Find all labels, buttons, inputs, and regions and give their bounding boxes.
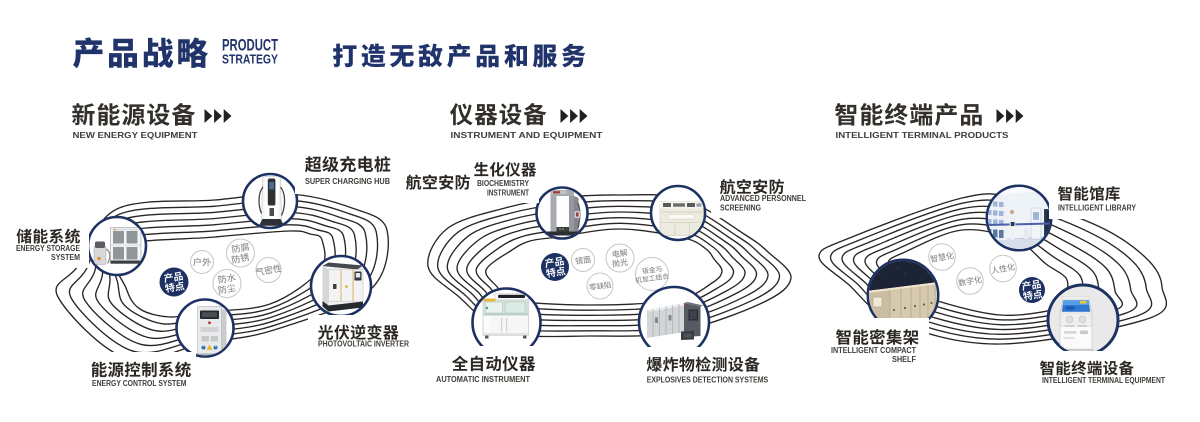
svg-text:INTELLIGENT TERMINAL EQUIPMENT: INTELLIGENT TERMINAL EQUIPMENT: [1042, 376, 1165, 385]
svg-text:ENERGY CONTROL SYSTEM: ENERGY CONTROL SYSTEM: [92, 379, 187, 388]
svg-text:INTELLIGENT TERMINAL PRODUCTS: INTELLIGENT TERMINAL PRODUCTS: [836, 130, 1009, 140]
svg-text:INSTRUMENT: INSTRUMENT: [487, 189, 529, 198]
svg-text:SHELF: SHELF: [892, 355, 916, 364]
svg-text:SCREENING: SCREENING: [720, 204, 761, 213]
svg-text:PHOTOVOLTAIC INVERTER: PHOTOVOLTAIC INVERTER: [318, 339, 409, 348]
svg-text:INSTRUMENT AND EQUIPMENT: INSTRUMENT AND EQUIPMENT: [451, 130, 604, 140]
svg-text:ENERGY STORAGE: ENERGY STORAGE: [16, 244, 81, 253]
svg-text:AUTOMATIC INSTRUMENT: AUTOMATIC INSTRUMENT: [436, 375, 530, 384]
svg-text:ADVANCED PERSONNEL: ADVANCED PERSONNEL: [720, 194, 806, 203]
svg-text:EXPLOSIVES DETECTION SYSTEMS: EXPLOSIVES DETECTION SYSTEMS: [647, 376, 769, 385]
svg-text:SUPER CHARGING HUB: SUPER CHARGING HUB: [305, 177, 390, 186]
svg-text:SYSTEM: SYSTEM: [51, 253, 80, 262]
svg-text:STRATEGY: STRATEGY: [222, 53, 279, 67]
svg-text:INTELLIGENT COMPACT: INTELLIGENT COMPACT: [831, 346, 916, 355]
svg-text:PRODUCT: PRODUCT: [222, 37, 278, 55]
svg-text:BIOCHEMISTRY: BIOCHEMISTRY: [477, 179, 530, 188]
svg-text:NEW ENERGY EQUIPMENT: NEW ENERGY EQUIPMENT: [73, 130, 199, 140]
svg-text:INTELLIGENT LIBRARY: INTELLIGENT LIBRARY: [1058, 204, 1137, 213]
